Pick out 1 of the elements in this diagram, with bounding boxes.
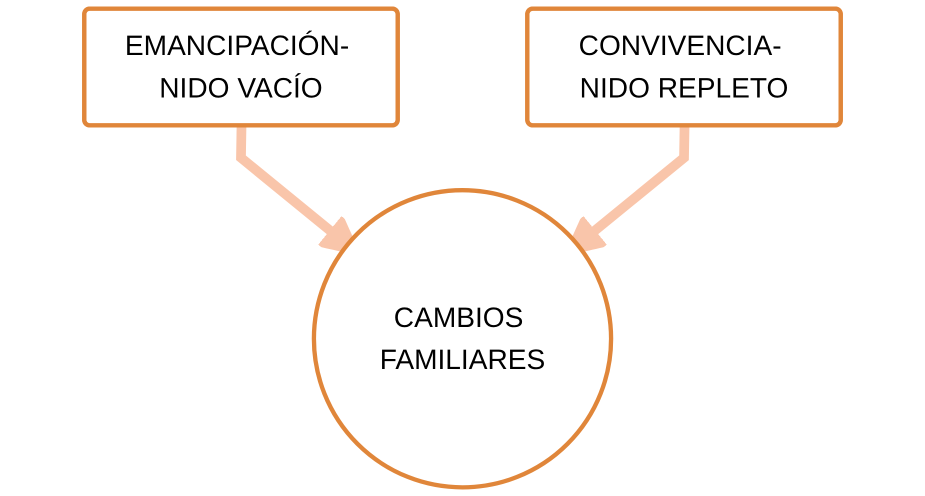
node-circle: CAMBIOS FAMILIARES <box>312 188 614 490</box>
